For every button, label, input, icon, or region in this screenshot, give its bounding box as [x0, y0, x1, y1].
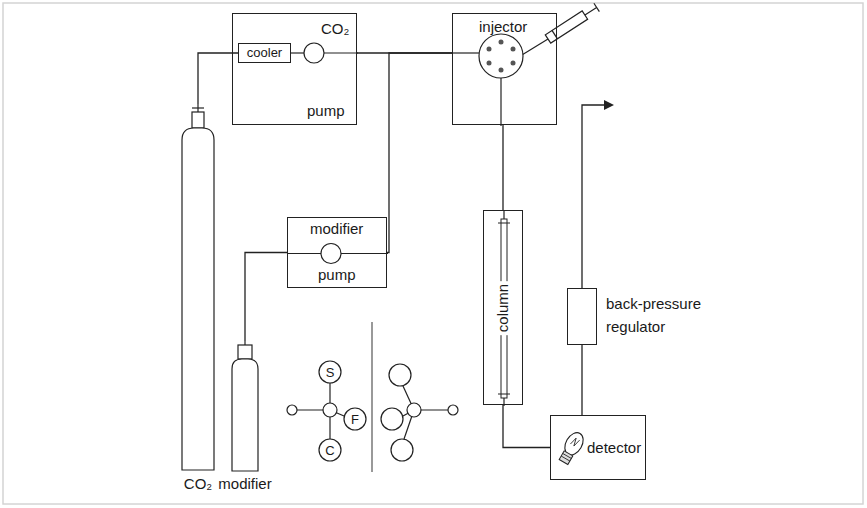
pipe-line: [387, 53, 452, 253]
node-label: modifier: [218, 475, 271, 492]
pipe-line: [581, 345, 582, 415]
node-label: injector: [479, 18, 527, 35]
column-box: column: [483, 210, 523, 405]
back-pressure-regulator-box: back-pressure regulator: [567, 288, 597, 345]
node-label: modifier: [310, 220, 363, 237]
pipe-line: [503, 405, 550, 448]
node-graphic: [210, 341, 280, 491]
pipe-line: [245, 253, 287, 342]
modifier-pump-box: modifier pump: [287, 217, 387, 288]
atom-label: S: [326, 366, 335, 379]
atom-label: C: [325, 444, 334, 457]
frame: [3, 3, 863, 504]
pipe-line: [503, 125, 504, 210]
pipe-line: [503, 405, 550, 448]
pipe-line: [245, 253, 287, 342]
syringe: [517, 3, 599, 58]
pipe-line: [387, 53, 452, 253]
pipe-line: [582, 345, 583, 415]
cooler-box: cooler: [238, 43, 291, 63]
atom-label: F: [351, 413, 359, 426]
node-label: back-pressure regulator: [606, 293, 726, 338]
chiral-molecules: [287, 322, 458, 472]
injector-box: injector: [452, 13, 557, 125]
node-label: pump: [307, 102, 345, 119]
pipe-line: [502, 125, 503, 210]
co2-pump-box: CO₂ pump cooler: [232, 13, 357, 125]
detector-box: detector: [550, 415, 646, 480]
node-label: pump: [318, 266, 356, 283]
modifier-bottle: modifier: [210, 341, 280, 491]
node-graphic: [176, 104, 220, 494]
node-label: column: [494, 280, 511, 334]
node-label: detector: [587, 439, 641, 456]
node-label: cooler: [247, 46, 282, 61]
co2-cylinder: CO₂: [176, 104, 220, 494]
node-label: CO₂: [184, 475, 212, 492]
outlet-line: [582, 100, 614, 288]
node-label: CO₂: [321, 20, 349, 37]
